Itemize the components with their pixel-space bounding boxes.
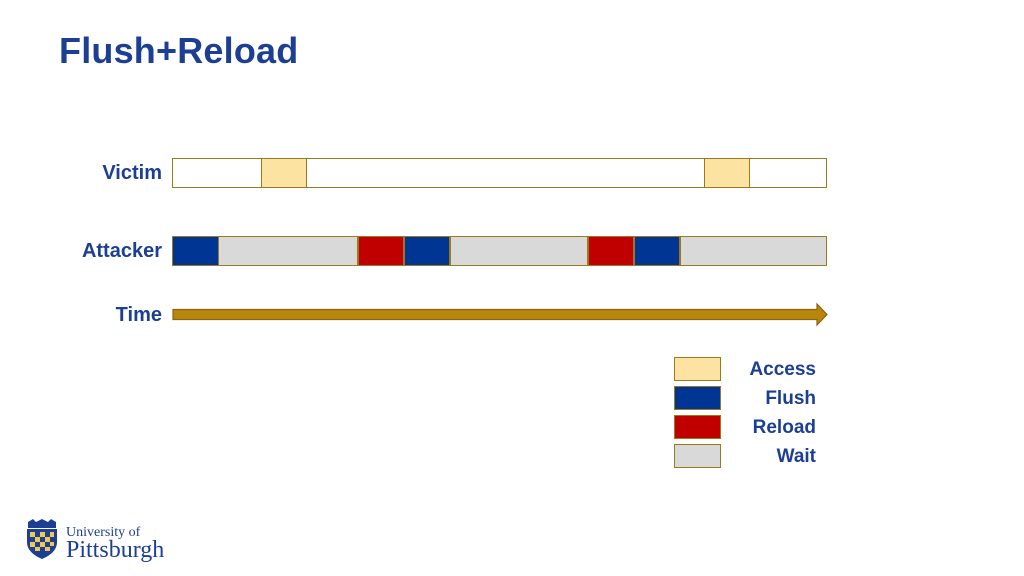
victim-access-block-1: [261, 157, 307, 188]
slide-title: Flush+Reload: [59, 30, 299, 71]
legend-wait-label: Wait: [776, 446, 816, 467]
legend-reload-swatch: [674, 415, 721, 439]
attacker-flush-block-3: [634, 235, 680, 266]
attacker-label: Attacker: [81, 240, 162, 262]
university-shield-icon: [27, 519, 57, 559]
attacker-reload-block-2: [588, 235, 634, 266]
victim-timeline: [172, 157, 827, 188]
attacker-wait-block-1: [218, 235, 358, 266]
logo-text-pittsburgh: Pittsburgh: [66, 537, 165, 563]
attacker-flush-block-2: [404, 235, 450, 266]
attacker-timeline: [171, 235, 827, 266]
attacker-flush-block-1: [171, 235, 219, 266]
legend-flush-swatch: [674, 386, 721, 410]
attacker-wait-block-2: [450, 235, 588, 266]
legend-access-label: Access: [749, 359, 816, 380]
logo-text-university: University of: [66, 525, 141, 540]
legend-access-swatch: [674, 357, 721, 381]
time-label: Time: [115, 304, 162, 326]
legend-reload-label: Reload: [752, 417, 816, 438]
time-arrow: [172, 302, 828, 327]
victim-label: Victim: [102, 162, 162, 184]
victim-access-block-2: [704, 157, 750, 188]
legend-flush-label: Flush: [765, 388, 816, 409]
attacker-wait-block-3: [680, 235, 827, 266]
legend-wait-swatch: [674, 444, 721, 468]
attacker-reload-block-1: [358, 235, 404, 266]
